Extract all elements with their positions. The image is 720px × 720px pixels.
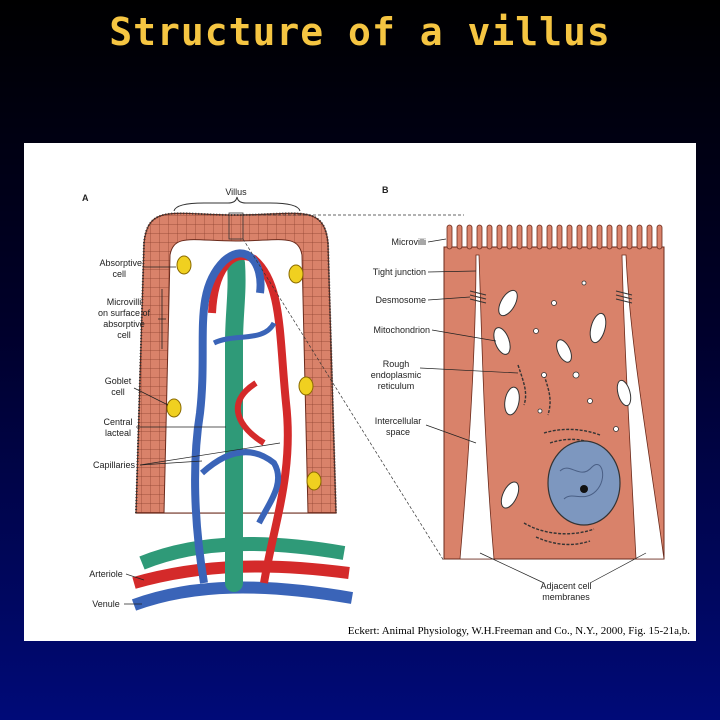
svg-text:reticulum: reticulum [378,381,415,391]
goblet-cell [288,264,304,284]
leader-line [589,552,647,584]
svg-text:Central: Central [103,417,132,427]
leader-line [427,296,471,301]
leader-line [139,442,281,466]
svg-text:cell: cell [112,269,126,279]
capillary-arterial [234,380,266,446]
nucleolus [580,485,588,493]
leader-line [419,367,519,374]
svg-text:Microvilli: Microvilli [107,297,142,307]
label-microvilli-b: Microvilli [392,237,427,247]
leader-line [431,329,497,342]
label-mitochondrion: Mitochondrion [373,325,430,335]
svg-text:absorptive: absorptive [103,319,145,329]
capillary-venous [199,449,282,525]
villus-label: Villus [225,187,247,197]
leader-line [425,424,477,444]
vesicles [533,280,619,432]
microvilli-bracket [158,289,166,349]
leader-line [427,270,477,273]
svg-text:Intercellular: Intercellular [375,416,422,426]
intercellular-space [459,254,495,560]
leader-line [125,573,145,581]
svg-text:Rough: Rough [383,359,410,369]
label-central-lacteal: Central lacteal [103,417,132,438]
zoom-line [242,238,445,562]
nucleus [547,440,621,526]
label-desmosome: Desmosome [375,295,426,305]
villus-bracket [173,196,301,212]
svg-text:membranes: membranes [542,592,590,602]
leader-line [479,552,545,584]
svg-text:on surface of: on surface of [98,308,151,318]
capillary-venous [212,321,277,346]
cell-microvilli [446,224,663,250]
goblet-cell [306,471,322,491]
svg-text:cell: cell [117,330,131,340]
zoom-box [228,212,244,240]
label-goblet-cell: Goblet cell [105,376,132,397]
label-rough-er: Rough endoplasmic reticulum [371,359,422,391]
venule-vessel [131,581,354,611]
svg-text:lacteal: lacteal [105,428,131,438]
label-venule: Venule [92,599,120,609]
slide-title: Structure of a villus [109,10,611,54]
intercellular-space [621,254,665,560]
central-lacteal [225,254,246,592]
svg-text:Goblet: Goblet [105,376,132,386]
goblet-cell [298,376,314,396]
capillary-venous [191,249,265,584]
label-adjacent-membranes: Adjacent cell membranes [540,581,591,602]
svg-text:endoplasmic: endoplasmic [371,370,422,380]
label-absorptive-cell: Absorptive cell [99,258,142,279]
figure-caption: Eckert: Animal Physiology, W.H.Freeman a… [348,625,690,637]
panel-a-letter: A [82,193,89,203]
svg-text:cell: cell [111,387,125,397]
villus-diagram: A Villus Absorptive cell Microvilli on s… [82,185,690,637]
leader-line [427,238,447,243]
goblet-cell [176,255,192,275]
svg-text:space: space [386,427,410,437]
panel-b-letter: B [382,185,389,195]
villus-figure: A Villus Absorptive cell Microvilli on s… [24,143,696,641]
label-arteriole: Arteriole [89,569,123,579]
desmosome [469,290,633,304]
label-capillaries: Capillaries [93,460,136,470]
leader-line [133,387,169,406]
chromatin [559,464,604,500]
label-intercellular-space: Intercellular space [375,416,422,437]
label-microvilli-a: Microvilli on surface of absorptive cell [98,297,151,340]
leader-line [139,460,203,466]
svg-text:Adjacent cell: Adjacent cell [540,581,591,591]
label-tight-junction: Tight junction [373,267,426,277]
goblet-cell [166,398,182,418]
rough-er [517,364,601,546]
svg-text:Absorptive: Absorptive [99,258,142,268]
